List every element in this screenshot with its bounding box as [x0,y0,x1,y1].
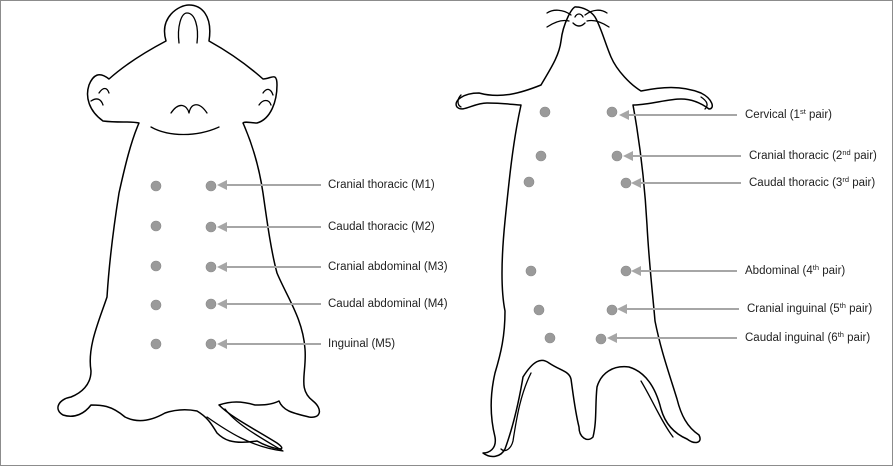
gland-pair5-left [534,305,544,315]
label-pair1-text: Cervical (1 [745,109,800,121]
label-pair5-suffix: pair) [846,303,872,315]
gland-pair4-left [526,266,536,276]
gland-pair1-left [540,107,550,117]
label-pair3: Caudal thoracic (3rd pair) [749,176,875,190]
gland-pair1-right [607,107,617,117]
rat-body-outline [456,7,712,457]
gland-m4-left [151,300,161,310]
label-pair3-ordinal: rd [842,175,849,184]
label-pair2-suffix: pair) [851,150,877,162]
gland-m1-left [151,181,161,191]
label-pair2-ordinal: nd [842,148,850,157]
label-pair5: Cranial inguinal (5th pair) [747,302,872,316]
gland-m2-right [206,222,216,232]
label-m4: Caudal abdominal (M4) [328,297,448,311]
gland-m2-left [151,221,161,231]
gland-pair6-right [596,334,606,344]
gland-m4-right [206,299,216,309]
gland-m5-right [206,339,216,349]
label-m2: Caudal thoracic (M2) [328,220,435,234]
label-pair2: Cranial thoracic (2nd pair) [749,149,877,163]
label-pair2-text: Cranial thoracic (2 [749,150,842,162]
gland-pair2-left [536,151,546,161]
label-pair4-text: Abdominal (4 [745,265,813,277]
label-pair3-suffix: pair) [849,177,875,189]
rat-silhouette [456,7,712,457]
label-pair1-suffix: pair) [806,109,832,121]
label-pair4: Abdominal (4th pair) [745,264,845,278]
gland-pair3-right [621,178,631,188]
label-pair3-text: Caudal thoracic (3 [749,177,842,189]
gland-pair5-right [607,305,617,315]
label-pair5-text: Cranial inguinal (5 [747,303,840,315]
gland-pair6-left [545,333,555,343]
gland-m3-left [151,261,161,271]
gland-pair4-right [621,266,631,276]
label-m1: Cranial thoracic (M1) [328,178,435,192]
gland-m5-left [151,339,161,349]
gland-pair3-left [524,177,534,187]
gland-pair2-right [612,151,622,161]
label-pair6-text: Caudal inguinal (6 [745,332,838,344]
label-pair6-suffix: pair) [844,332,870,344]
label-m3: Cranial abdominal (M3) [328,260,448,274]
label-pair4-suffix: pair) [819,265,845,277]
pointer-lines [223,115,741,344]
label-pair6: Caudal inguinal (6th pair) [745,331,870,345]
label-pair1: Cervical (1st pair) [745,108,832,122]
gland-m1-right [206,181,216,191]
gland-m3-right [206,262,216,272]
label-m5: Inguinal (M5) [328,337,395,351]
